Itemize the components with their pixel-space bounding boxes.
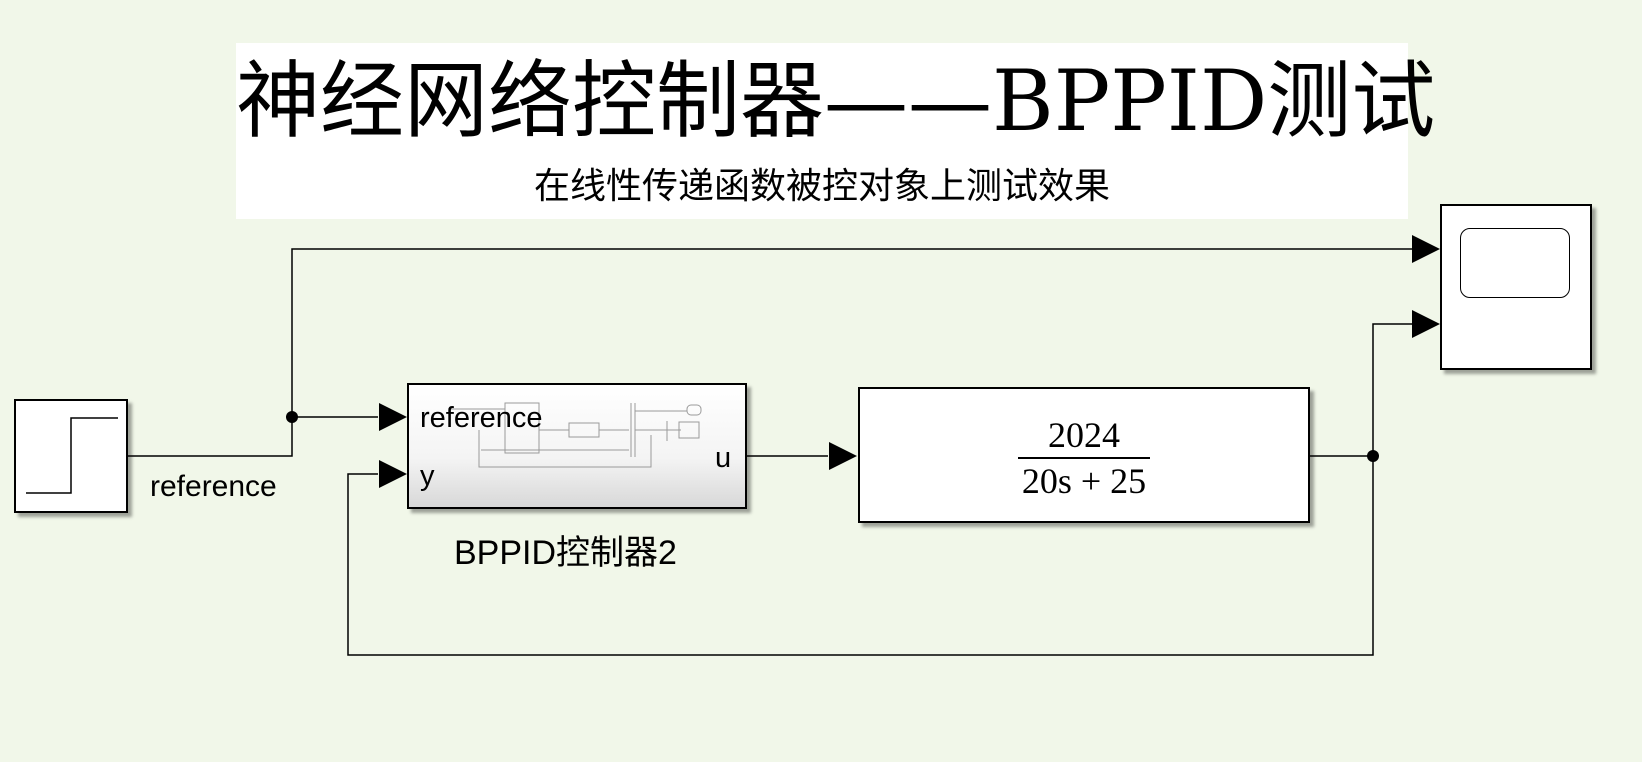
diagram-subtitle: 在线性传递函数被控对象上测试效果 <box>533 166 1110 207</box>
arrow-controller-y <box>379 460 407 488</box>
branch-point-reference <box>286 411 298 423</box>
port-label-u: u <box>715 442 732 474</box>
signal-line-reference <box>128 417 293 457</box>
transfer-function-block[interactable]: 2024 20s + 25 <box>858 387 1310 523</box>
signal-label-reference[interactable]: reference <box>150 470 277 503</box>
controller-block-name[interactable]: BPPID控制器2 <box>454 534 677 572</box>
signal-line-output-to-scope <box>1372 323 1412 456</box>
arrow-scope-input-2 <box>1412 310 1440 338</box>
signal-line-feedback <box>347 456 1374 656</box>
port-label-reference: reference <box>420 402 543 434</box>
port-label-y: y <box>420 460 435 492</box>
signal-line-reference-to-scope <box>291 248 1412 417</box>
bppid-controller-subsystem[interactable]: reference y u <box>407 383 747 509</box>
diagram-title: 神经网络控制器——BPPID测试 <box>236 52 1436 150</box>
scope-block[interactable] <box>1440 204 1592 370</box>
step-icon <box>26 417 118 494</box>
branch-point-output <box>1367 450 1379 462</box>
arrow-scope-input-1 <box>1412 235 1440 263</box>
title-annotation[interactable]: 神经网络控制器——BPPID测试 在线性传递函数被控对象上测试效果 <box>236 43 1436 219</box>
tf-numerator: 2024 <box>1048 415 1120 455</box>
arrow-transfer-function <box>829 442 857 470</box>
scope-screen-icon <box>1460 228 1570 298</box>
tf-fraction-bar <box>1018 457 1150 459</box>
tf-denominator: 20s + 25 <box>1021 461 1147 501</box>
step-block[interactable] <box>14 399 128 513</box>
subsystem-preview-icon <box>449 402 702 468</box>
arrow-controller-reference <box>379 403 407 431</box>
